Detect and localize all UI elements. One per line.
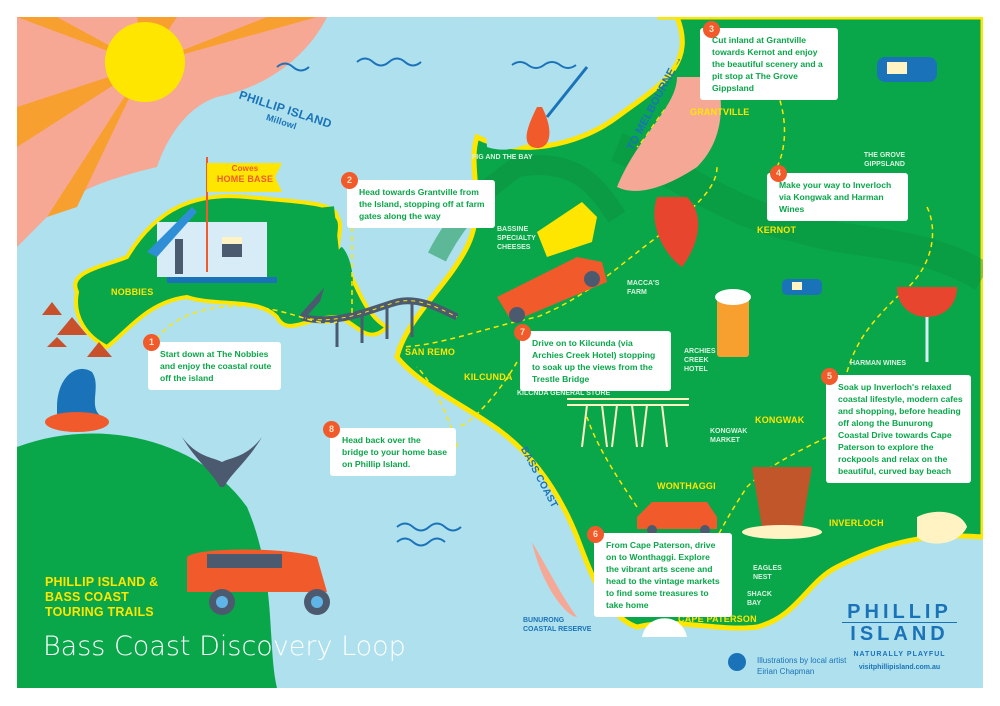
website-link[interactable]: visitphillipisland.com.au — [858, 664, 941, 671]
place-cape-paterson: CAPE PATERSON — [678, 614, 757, 624]
place-kilcunda: KILCUNDA — [464, 372, 513, 382]
stop-number: 1 — [143, 334, 160, 351]
strawberry-icon — [654, 197, 699, 267]
whale-tail-icon — [182, 437, 262, 487]
tea-glass-icon — [752, 467, 812, 527]
stop-number: 4 — [770, 165, 787, 182]
map-illustration — [17, 17, 983, 688]
home-base-label: HOME BASE — [216, 174, 274, 184]
poi-kongwak-market: KONGWAK MARKET — [710, 428, 748, 444]
stop-3-callout: Cut inland at Grantville towards Kernot … — [700, 28, 838, 100]
place-san-remo: SAN REMO — [405, 347, 456, 357]
place-nobbies: NOBBIES — [111, 287, 154, 297]
stop-text: Start down at The Nobbies and enjoy the … — [160, 349, 272, 383]
stop-text: Head towards Grantville from the Island,… — [359, 187, 485, 221]
fork-icon — [545, 66, 589, 118]
poi-bassine-cheeses: BASSINE SPECIALTY CHEESES — [497, 226, 536, 251]
stop-number: 6 — [587, 526, 604, 543]
place-inverloch: INVERLOCH — [829, 518, 884, 528]
stop-number: 3 — [703, 21, 720, 38]
home-base-town: Cowes — [231, 164, 259, 173]
logo-tagline: NATURALLY PLAYFUL — [853, 651, 946, 658]
home-base-house-icon — [147, 157, 277, 283]
place-grantville: GRANTVILLE — [690, 107, 750, 117]
place-wonthaggi: WONTHAGGI — [657, 481, 716, 491]
phillip-island-logo: PHILLIP ISLAND NATURALLY PLAYFUL visitph… — [842, 602, 957, 671]
dinosaur-skull-icon — [917, 511, 967, 544]
car-icon — [637, 502, 717, 535]
beer-icon — [717, 297, 749, 357]
poi-harman-wines: HARMAN WINES — [850, 360, 906, 367]
cheese-icon — [537, 202, 597, 257]
sun-icon — [105, 22, 185, 102]
map-heading: PHILLIP ISLAND & BASS COAST TOURING TRAI… — [45, 575, 159, 619]
map-title: Bass Coast Discovery Loop — [43, 631, 406, 662]
wine-glass-icon — [897, 287, 957, 317]
stop-text: Soak up Inverloch's relaxed coastal life… — [838, 382, 963, 476]
stop-number: 8 — [323, 421, 340, 438]
poi-shack-bay: SHACK BAY — [747, 591, 772, 607]
trestle-bridge-icon — [567, 398, 689, 448]
logo-line1: PHILLIP — [842, 602, 957, 623]
stop-number: 5 — [821, 368, 838, 385]
artist-credit: Illustrations by local artist Eirian Cha… — [757, 656, 847, 676]
nobbies-rocks-icon — [42, 302, 112, 357]
stop-text: Make your way to Inverloch via Kongwak a… — [779, 180, 892, 214]
place-kongwak: KONGWAK — [755, 415, 805, 425]
sun-rays-icon — [17, 17, 317, 217]
artist-avatar-icon — [728, 653, 746, 671]
poi-archies-creek-hotel: ARCHIES CREEK HOTEL — [684, 348, 716, 373]
stop-8-callout: Head back over the bridge to your home b… — [330, 428, 456, 476]
seal-icon — [57, 368, 102, 417]
flag-icon — [207, 163, 282, 192]
car-icon — [497, 257, 607, 323]
cow-icon — [782, 279, 822, 295]
stop-number: 7 — [514, 324, 531, 341]
cow-icon — [877, 57, 937, 82]
stop-2-callout: Head towards Grantville from the Island,… — [347, 180, 495, 228]
stop-7-callout: Drive on to Kilcunda (via Archies Creek … — [520, 331, 671, 391]
car-icon — [187, 549, 330, 615]
hand-icon — [617, 77, 721, 191]
poi-the-grove-gippsland: THE GROVE GIPPSLAND — [863, 152, 906, 168]
stop-text: Cut inland at Grantville towards Kernot … — [712, 35, 823, 93]
logo-line2: ISLAND — [850, 623, 949, 645]
stop-text: From Cape Paterson, drive on to Wonthagg… — [606, 540, 720, 610]
poi-kilcnda-general-store: KILCNDA GENERAL STORE — [517, 390, 611, 397]
conch-shell-icon — [532, 542, 577, 617]
poi-bunurong-coastal-reserve: BUNURONG COASTAL RESERVE — [523, 617, 592, 633]
stop-6-callout: From Cape Paterson, drive on to Wonthagg… — [594, 533, 732, 617]
place-kernot: KERNOT — [757, 225, 797, 235]
stop-text: Drive on to Kilcunda (via Archies Creek … — [532, 338, 656, 384]
fig-icon — [526, 107, 550, 148]
waves-icon — [356, 57, 577, 69]
stop-5-callout: Soak up Inverloch's relaxed coastal life… — [826, 375, 971, 483]
stop-text: Head back over the bridge to your home b… — [342, 435, 448, 469]
poi-fig-and-the-bay: FIG AND THE BAY — [472, 154, 533, 161]
poi-eagles-nest: EAGLES NEST — [753, 565, 782, 581]
stop-4-callout: Make your way to Inverloch via Kongwak a… — [767, 173, 908, 221]
scallop-shell-icon — [642, 618, 687, 637]
poi-maccas-farm: MACCA'S FARM — [627, 280, 660, 296]
stop-1-callout: Start down at The Nobbies and enjoy the … — [148, 342, 281, 390]
stop-number: 2 — [341, 172, 358, 189]
